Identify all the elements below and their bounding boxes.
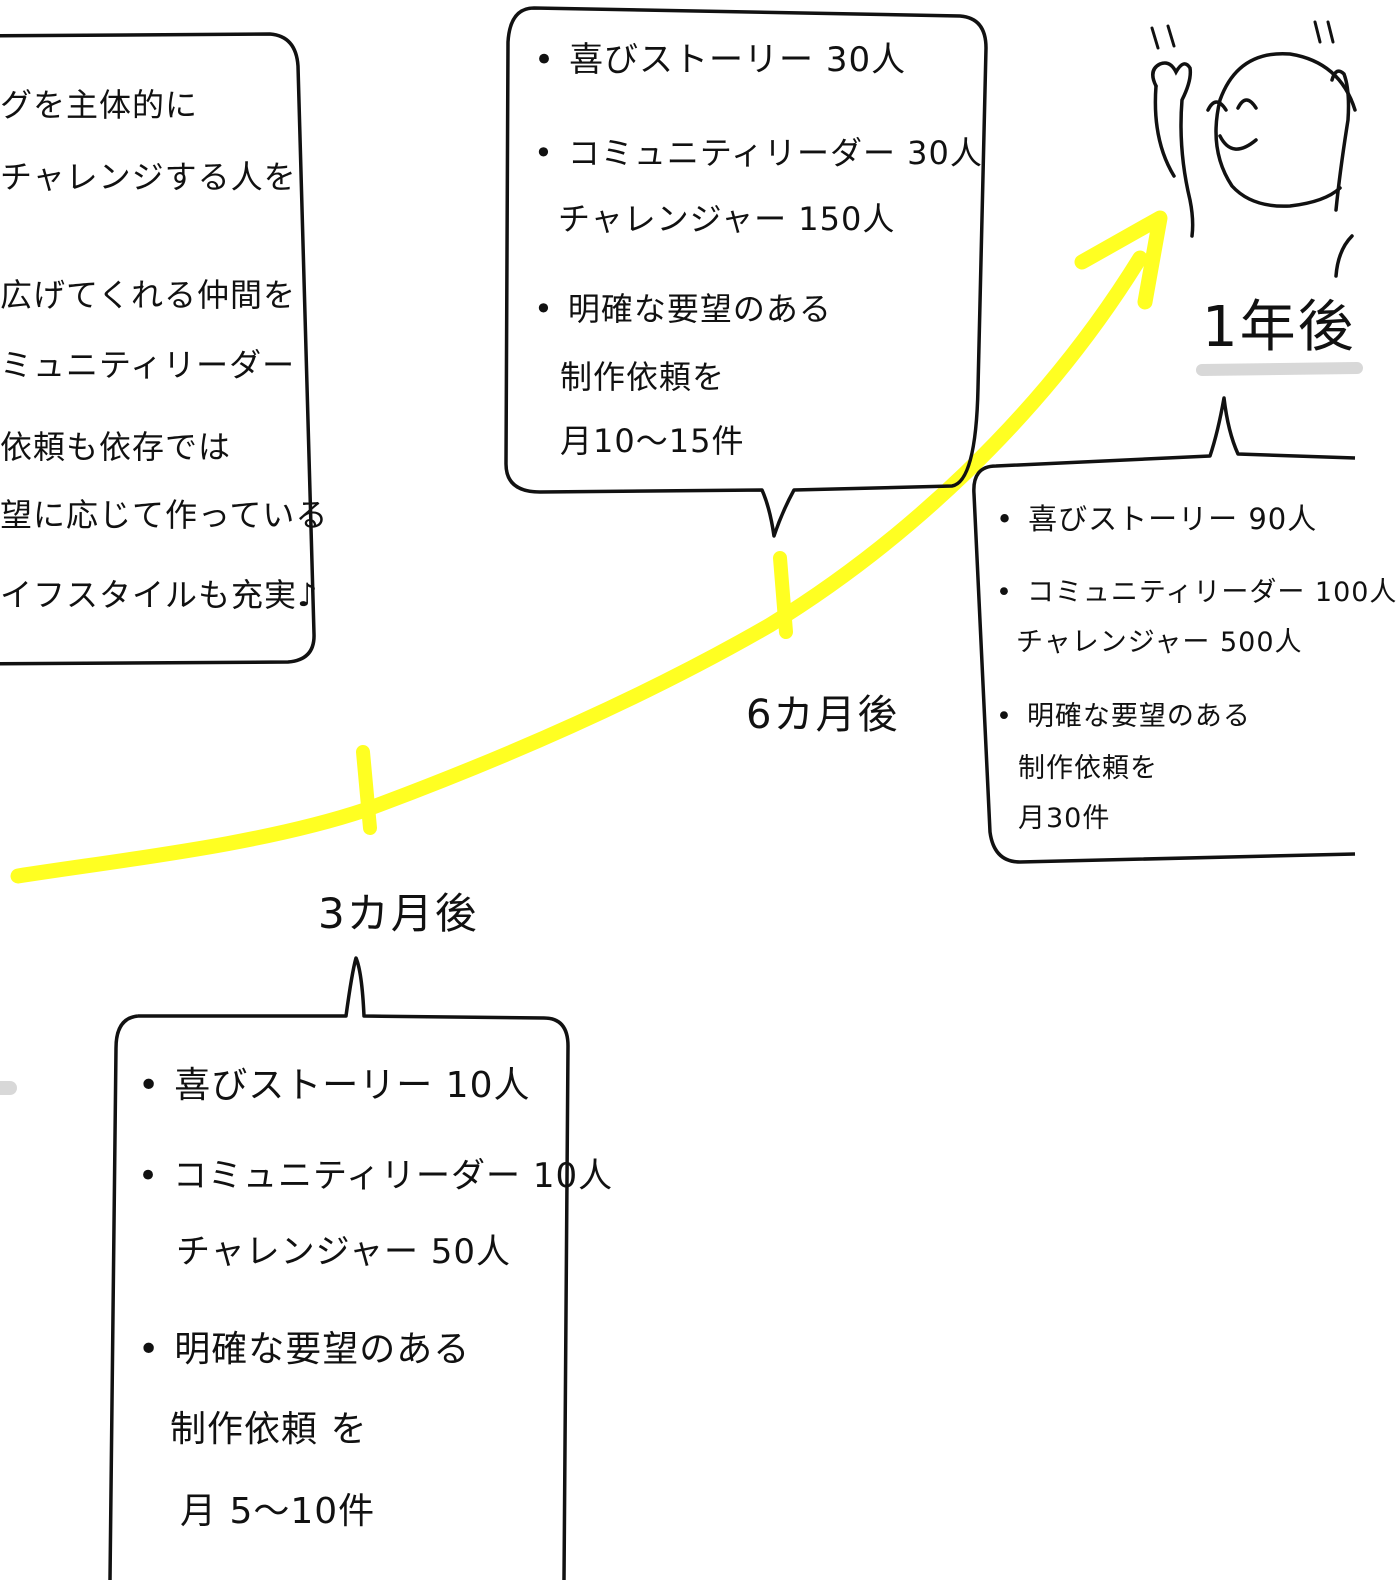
box-1-year: • 喜びストーリー 90人 • コミュニティリーダー 100人 チャレンジャー 50… (966, 392, 1396, 868)
box-1y-item3-line2: 制作依頼を (1018, 753, 1158, 784)
box-1y-item2: • コミュニティリーダー 100人 (996, 570, 1397, 609)
box-6-months: • 喜びストーリー 30人 • コミュニティリーダー 30人 チャレンジャー 150… (500, 2, 998, 542)
box-3m-item3-line1: 明確な要望のある (174, 1329, 471, 1370)
box-1y-item1: • 喜びストーリー 90人 (996, 496, 1317, 538)
bullet-icon: • (996, 577, 1013, 608)
grey-mark (0, 1081, 17, 1095)
growth-arrow-path (10, 250, 1148, 884)
left-line-2: チャレンジする人を (0, 158, 297, 196)
box-6m-item2-line2: チャレンジャー 150人 (558, 200, 896, 238)
label-1-year: 1年後 (1202, 295, 1356, 360)
box-1-year-outline (972, 396, 1356, 864)
left-line-7: イフスタイルも充実♪ (0, 576, 319, 614)
box-3m-item2-line2: チャレンジャー 50人 (176, 1232, 512, 1272)
left-box-outline (0, 32, 316, 666)
tick-6-months (773, 551, 793, 639)
label-3-months: 3カ月後 (318, 889, 479, 938)
box-3m-item3-line3: 月 5～10件 (180, 1491, 376, 1532)
box-6m-item2-line1: コミュニティリーダー 30人 (567, 134, 983, 172)
box-6m-item1-text: 喜びストーリー 30人 (569, 40, 907, 80)
bullet-icon: • (534, 40, 556, 80)
box-3m-item2-line1: コミュニティリーダー 10人 (173, 1156, 614, 1196)
box-3-months-outline (108, 956, 570, 1581)
box-3m-item2: • コミュニティリーダー 10人 (138, 1148, 613, 1197)
box-1y-item2-line1: コミュニティリーダー 100人 (1026, 577, 1397, 608)
smiling-person-icon (1150, 20, 1357, 278)
bullet-icon: • (996, 701, 1013, 732)
left-vision-box: グを主体的に チャレンジする人を 広げてくれる仲間を ミュニティリーダー 依頼も… (0, 32, 327, 666)
bullet-icon: • (996, 502, 1015, 536)
box-6m-item3-line3: 月10～15件 (560, 422, 745, 460)
bullet-icon: • (138, 1156, 160, 1196)
box-6m-item3-line1: 明確な要望のある (567, 290, 832, 328)
bullet-icon: • (534, 134, 554, 172)
left-line-3: 広げてくれる仲間を (0, 276, 297, 314)
box-6-months-outline (504, 6, 988, 538)
box-3m-item3: • 明確な要望のある (138, 1320, 470, 1372)
box-1y-item2-line2: チャレンジャー 500人 (1016, 627, 1303, 658)
bullet-icon: • (534, 290, 554, 328)
label-6-months: 6カ月後 (746, 692, 900, 738)
left-line-4: ミュニティリーダー (0, 346, 296, 384)
growth-arrow-head (1074, 210, 1168, 310)
box-1y-item1-text: 喜びストーリー 90人 (1028, 502, 1318, 536)
box-6m-item2: • コミュニティリーダー 30人 (534, 128, 983, 174)
box-3m-item1: • 喜びストーリー 10人 (138, 1056, 531, 1108)
tick-3-months (356, 745, 377, 835)
bullet-icon: • (138, 1329, 161, 1370)
box-1y-item3-line1: 明確な要望のある (1026, 701, 1251, 732)
left-line-1: グを主体的に (0, 86, 199, 124)
box-3m-item3-line2: 制作依頼 を (170, 1409, 368, 1450)
label-1-year-underline (1196, 362, 1363, 376)
box-1y-item3: • 明確な要望のある (996, 694, 1251, 733)
box-1y-item3-line3: 月30件 (1018, 803, 1111, 834)
box-6m-item1: • 喜びストーリー 30人 (534, 32, 906, 81)
box-3-months: • 喜びストーリー 10人 • コミュニティリーダー 10人 チャレンジャー 50人… (108, 952, 612, 1582)
bullet-icon: • (138, 1065, 161, 1106)
box-6m-item3-line2: 制作依頼を (560, 358, 726, 396)
growth-arrow-icon (10, 210, 1168, 884)
left-line-5: 依頼も依存では (0, 428, 232, 466)
left-line-6: 望に応じて作っている (0, 496, 329, 534)
box-3m-item1-text: 喜びストーリー 10人 (174, 1065, 531, 1106)
box-6m-item3: • 明確な要望のある (534, 284, 832, 330)
